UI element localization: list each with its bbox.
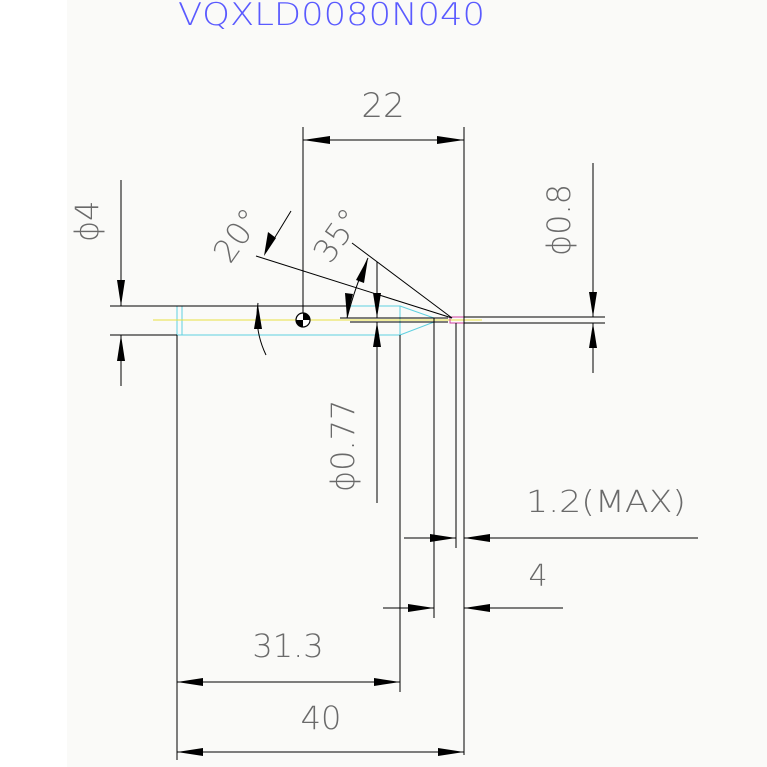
tool-taper-outline-lower <box>399 321 448 336</box>
dim-neck-diameter: ϕ0.77 <box>324 262 381 503</box>
arrow-icon <box>117 335 125 361</box>
dim-label-tip-diameter: ϕ0.8 <box>540 184 578 256</box>
dim-shank-diameter: ϕ4 <box>68 180 125 386</box>
dim-flute-length: 4 <box>383 318 563 618</box>
dim-neck-length: 31.3 <box>176 335 401 760</box>
arrow-icon <box>117 280 125 306</box>
dim-tip-length: 1.2(MAX) <box>404 323 698 548</box>
dim-label-shank-diameter: ϕ4 <box>68 201 106 242</box>
dim-label-neck-length: 31.3 <box>252 627 323 665</box>
arrow-icon <box>374 678 400 686</box>
dim-label-neck-diameter: ϕ0.77 <box>324 400 362 492</box>
arrow-icon <box>254 305 262 329</box>
tool-taper-outline <box>399 305 448 319</box>
dim-label-top-length: 22 <box>361 86 404 126</box>
arrow-icon <box>589 323 597 348</box>
dim-label-overall-length: 40 <box>301 699 342 737</box>
dim-label-angle-35: 35° <box>305 201 369 269</box>
dim-label-angle-20: 20° <box>205 201 269 269</box>
arrow-icon <box>177 748 203 756</box>
drawing-sheet <box>67 0 767 767</box>
arrow-icon <box>589 292 597 317</box>
dim-top-length: 22 <box>302 86 465 755</box>
arrow-icon <box>464 534 490 542</box>
dim-label-tip-length: 1.2(MAX) <box>526 485 686 520</box>
arrow-icon <box>438 748 464 756</box>
arrow-icon <box>264 232 276 256</box>
arrow-icon <box>373 293 381 318</box>
dim-tip-diameter: ϕ0.8 <box>464 163 605 373</box>
arrow-icon <box>356 258 368 283</box>
dim-overall-length: 40 <box>177 699 464 756</box>
arrow-icon <box>464 604 490 612</box>
arrow-icon <box>345 293 353 318</box>
arrow-icon <box>408 604 434 612</box>
arrow-icon <box>430 534 456 542</box>
center-mark-icon <box>295 312 311 328</box>
tool-body <box>110 305 482 336</box>
dim-label-flute-length: 4 <box>528 559 547 594</box>
arrow-icon <box>177 678 203 686</box>
arrow-icon <box>303 136 330 144</box>
arrow-icon <box>373 322 381 347</box>
arrow-icon <box>437 136 464 144</box>
drawing-title: VQXLD0080N040 <box>178 0 485 33</box>
